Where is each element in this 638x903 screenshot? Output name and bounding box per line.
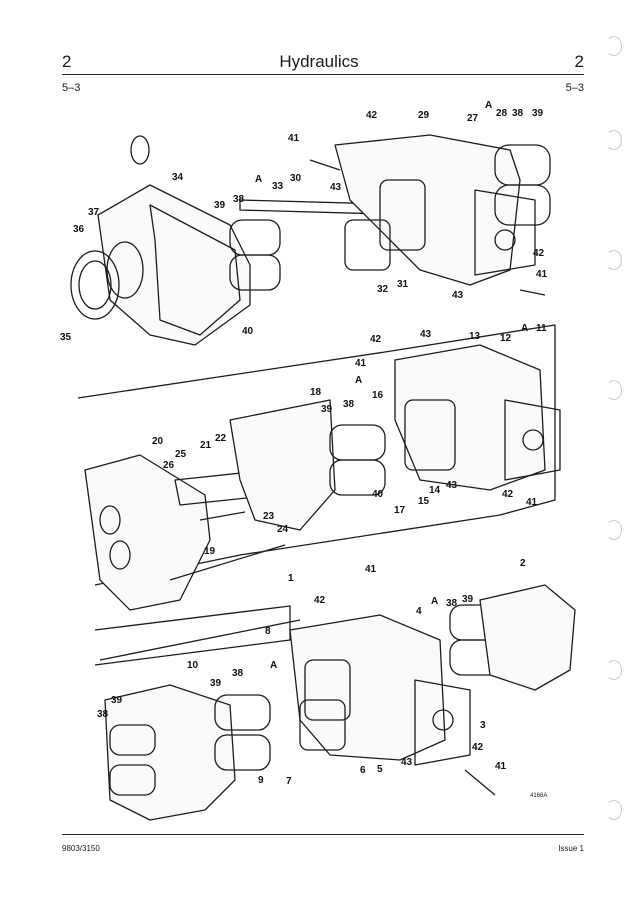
callout-label: 18 bbox=[310, 387, 322, 398]
callout-label: 7 bbox=[286, 776, 292, 787]
callout-label: 35 bbox=[60, 332, 72, 343]
callout-label: 1 bbox=[288, 573, 294, 584]
callout-label: 42 bbox=[370, 334, 382, 345]
callout-label: 43 bbox=[420, 329, 432, 340]
callout-label: A bbox=[521, 323, 528, 334]
callout-label: A bbox=[355, 375, 362, 386]
section-number-left: 2 bbox=[62, 52, 72, 71]
callout-label: 16 bbox=[372, 390, 384, 401]
callout-label: 42 bbox=[502, 489, 514, 500]
callout-label: 31 bbox=[397, 279, 409, 290]
callout-label: 39 bbox=[532, 108, 544, 119]
callout-label: 19 bbox=[204, 546, 216, 557]
callout-label: 20 bbox=[152, 436, 164, 447]
binder-hole-mark bbox=[606, 800, 622, 820]
callout-label: 38 bbox=[97, 709, 109, 720]
callout-label: 43 bbox=[401, 757, 413, 768]
callout-label: 4 bbox=[416, 606, 422, 617]
callout-label: 11 bbox=[536, 323, 547, 334]
callout-label: 22 bbox=[215, 433, 227, 444]
callout-label: 21 bbox=[200, 440, 212, 451]
callout-label: 30 bbox=[290, 173, 302, 184]
callout-label: 25 bbox=[175, 449, 187, 460]
page-ref-right: 5–3 bbox=[565, 82, 584, 94]
binder-hole-mark bbox=[606, 250, 622, 270]
binder-hole-mark bbox=[606, 36, 622, 56]
header-rule bbox=[62, 74, 584, 75]
callout-label: 28 bbox=[496, 108, 508, 119]
callout-label: 41 bbox=[526, 497, 538, 508]
section-number-right: 2 bbox=[574, 52, 584, 71]
binder-hole-mark bbox=[606, 520, 622, 540]
page-title: Hydraulics bbox=[279, 52, 359, 71]
document-number: 9803/3150 bbox=[62, 844, 100, 853]
callout-label: 10 bbox=[187, 660, 199, 671]
callout-label: 39 bbox=[462, 594, 474, 605]
callout-label: 39 bbox=[321, 404, 333, 415]
callout-label: 23 bbox=[263, 511, 275, 522]
callout-label: 37 bbox=[88, 207, 100, 218]
callout-label: 13 bbox=[469, 331, 481, 342]
callout-label: 38 bbox=[233, 194, 245, 205]
callout-label: 32 bbox=[377, 284, 389, 295]
callout-label: 36 bbox=[73, 224, 85, 235]
callout-label: 33 bbox=[272, 181, 284, 192]
binder-hole-mark bbox=[606, 130, 622, 150]
callout-label: 2 bbox=[520, 558, 526, 569]
callout-label: 5 bbox=[377, 764, 383, 775]
callout-label: 39 bbox=[214, 200, 226, 211]
callout-label: 38 bbox=[512, 108, 524, 119]
callout-label: 42 bbox=[472, 742, 484, 753]
callout-label: 43 bbox=[330, 182, 342, 193]
callout-label: 41 bbox=[495, 761, 507, 772]
page-ref-left: 5–3 bbox=[62, 82, 81, 94]
callout-label: 41 bbox=[355, 358, 367, 369]
callout-label: A bbox=[270, 660, 277, 671]
callout-label: 6 bbox=[360, 765, 366, 776]
binder-hole-mark bbox=[606, 380, 622, 400]
callout-label: 34 bbox=[172, 172, 184, 183]
callout-label: 3 bbox=[480, 720, 486, 731]
callout-label: 14 bbox=[429, 485, 441, 496]
callout-label: 27 bbox=[467, 113, 479, 124]
callout-label: 17 bbox=[394, 505, 406, 516]
callout-label: 15 bbox=[418, 496, 430, 507]
callout-label: 38 bbox=[343, 399, 355, 410]
binder-hole-mark bbox=[606, 660, 622, 680]
callout-label: 42 bbox=[314, 595, 326, 606]
callout-label: 38 bbox=[232, 668, 244, 679]
callout-label: 40 bbox=[242, 326, 254, 337]
callout-label: 24 bbox=[277, 524, 289, 535]
callout-label: 9 bbox=[258, 775, 264, 786]
issue-label: Issue 1 bbox=[558, 844, 584, 853]
callout-label: 26 bbox=[163, 460, 175, 471]
callout-label: 43 bbox=[446, 480, 458, 491]
callout-label: 41 bbox=[365, 564, 377, 575]
callout-label: 41 bbox=[536, 269, 548, 280]
callout-label: 12 bbox=[500, 333, 512, 344]
callout-label: A bbox=[431, 596, 438, 607]
callout-label: 8 bbox=[265, 626, 271, 637]
callout-label: A bbox=[485, 100, 492, 111]
footer-rule bbox=[62, 834, 584, 835]
callout-label: 42 bbox=[533, 248, 545, 259]
callout-label: 29 bbox=[418, 110, 430, 121]
callout-label: 39 bbox=[210, 678, 222, 689]
callout-label: 38 bbox=[446, 598, 458, 609]
callout-label: 42 bbox=[366, 110, 378, 121]
figure-reference-code: 4166A bbox=[530, 793, 548, 799]
callout-label: 41 bbox=[288, 133, 300, 144]
callout-label: 43 bbox=[452, 290, 464, 301]
callout-label: A bbox=[255, 174, 262, 185]
callout-label: 40 bbox=[372, 489, 384, 500]
callout-label: 39 bbox=[111, 695, 123, 706]
